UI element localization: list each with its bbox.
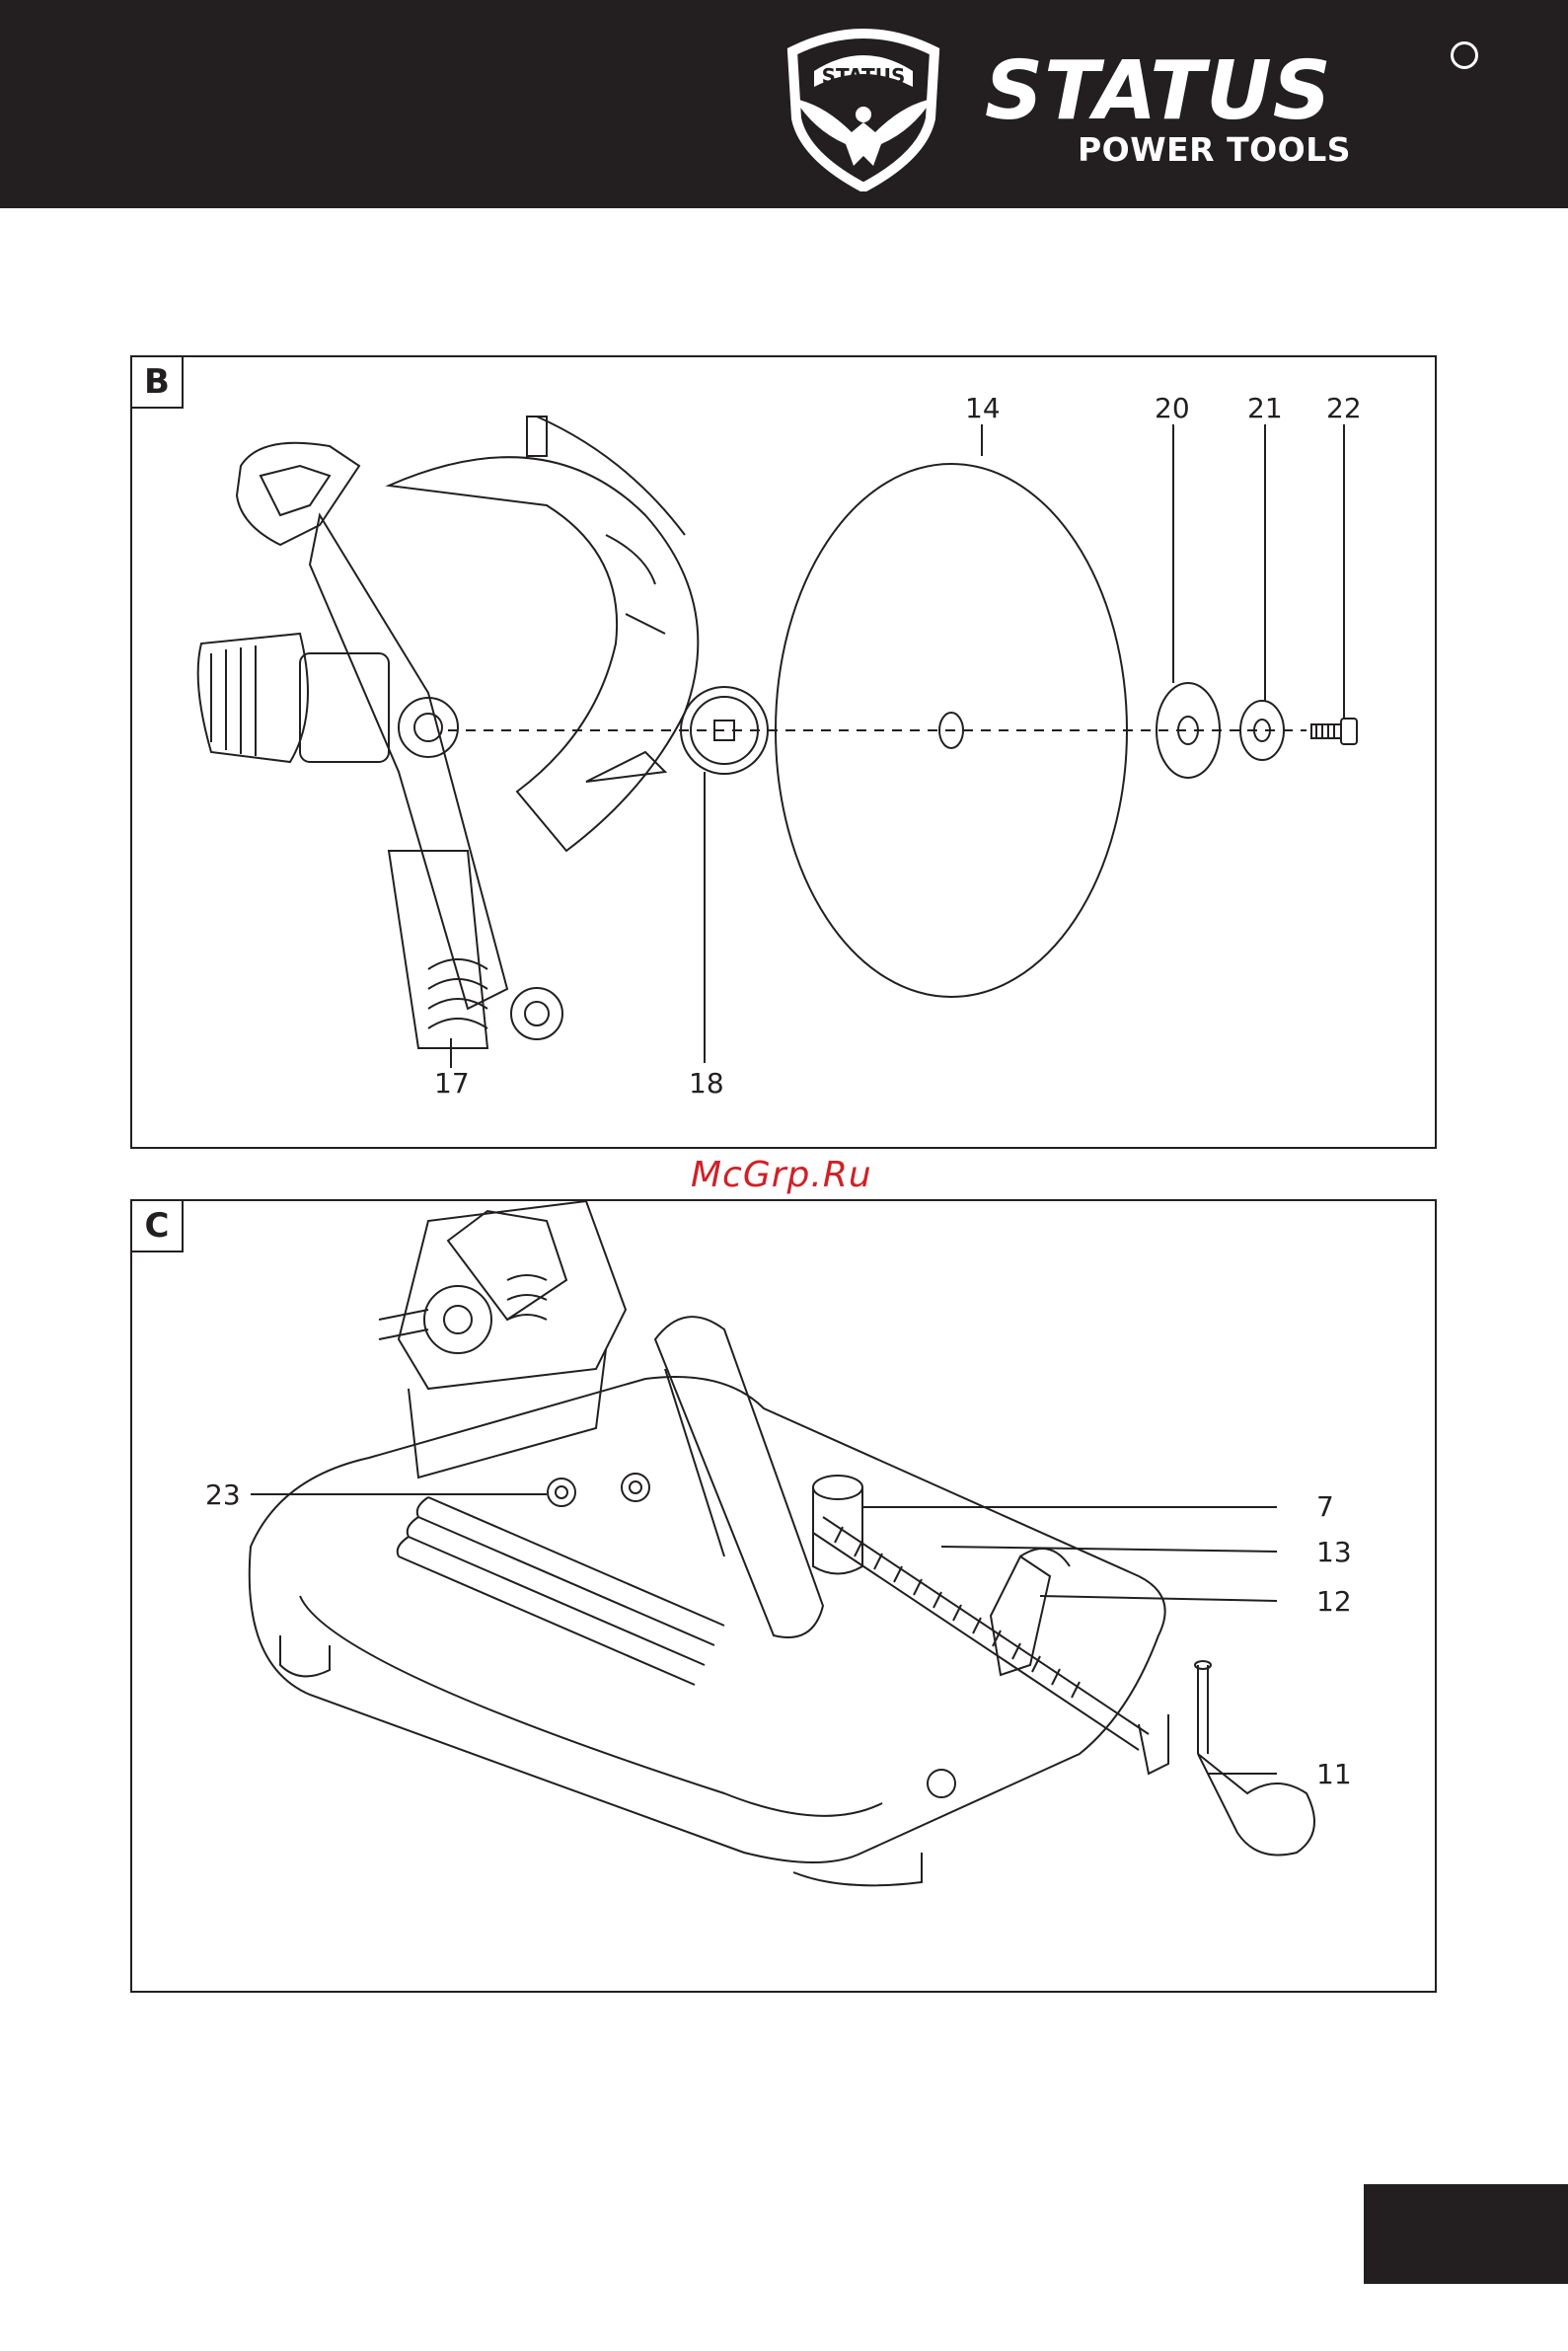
figure-panel-b: B 14 20 21 22 17 18: [130, 355, 1437, 1149]
brand-subtitle: POWER TOOLS: [1078, 130, 1351, 170]
panel-tag-b: B: [132, 357, 184, 409]
base-plate-shape: [250, 1377, 1165, 1862]
lower-bracket-shape: [389, 851, 487, 1048]
bolt-23-shape: [548, 1479, 575, 1506]
panel-tag-c: C: [132, 1201, 184, 1252]
brand-name: STATUS: [985, 45, 1478, 138]
svg-text:STATUS: STATUS: [822, 64, 906, 88]
blade-guard-shape: [389, 457, 698, 851]
callout-11: 11: [1316, 1759, 1352, 1790]
callout-18: 18: [689, 1068, 724, 1100]
callout-17: 17: [434, 1068, 470, 1100]
washer-shape: [1240, 701, 1284, 760]
figure-panel-c: C 23 7 13 12 11: [130, 1199, 1437, 1993]
callout-21: 21: [1247, 393, 1283, 424]
callout-23: 23: [205, 1479, 241, 1511]
base-vise-diagram: [132, 1201, 1435, 1991]
arm-upright-shape: [399, 1201, 626, 1389]
vise-handle-shape: [1198, 1665, 1208, 1754]
blade-assembly-diagram: [132, 357, 1435, 1147]
callout-7: 7: [1316, 1491, 1334, 1523]
page-number-block: [1364, 2184, 1568, 2284]
callout-13: 13: [1316, 1537, 1352, 1568]
brand-wordmark: STATUS POWER TOOLS: [985, 45, 1478, 138]
callout-20: 20: [1155, 393, 1190, 424]
vise-fence-shape: [655, 1317, 823, 1637]
callout-22: 22: [1326, 393, 1362, 424]
callout-14: 14: [965, 393, 1001, 424]
callout-12: 12: [1316, 1586, 1352, 1618]
brand-header: STATUS STATUS POWER TOOLS: [0, 0, 1568, 208]
handle-shape: [237, 443, 359, 545]
watermark-text: McGrp.Ru: [691, 1155, 872, 1195]
registered-mark-icon: [1451, 41, 1478, 69]
status-eagle-emblem-icon: STATUS: [775, 22, 952, 191]
motor-shape: [198, 634, 308, 762]
